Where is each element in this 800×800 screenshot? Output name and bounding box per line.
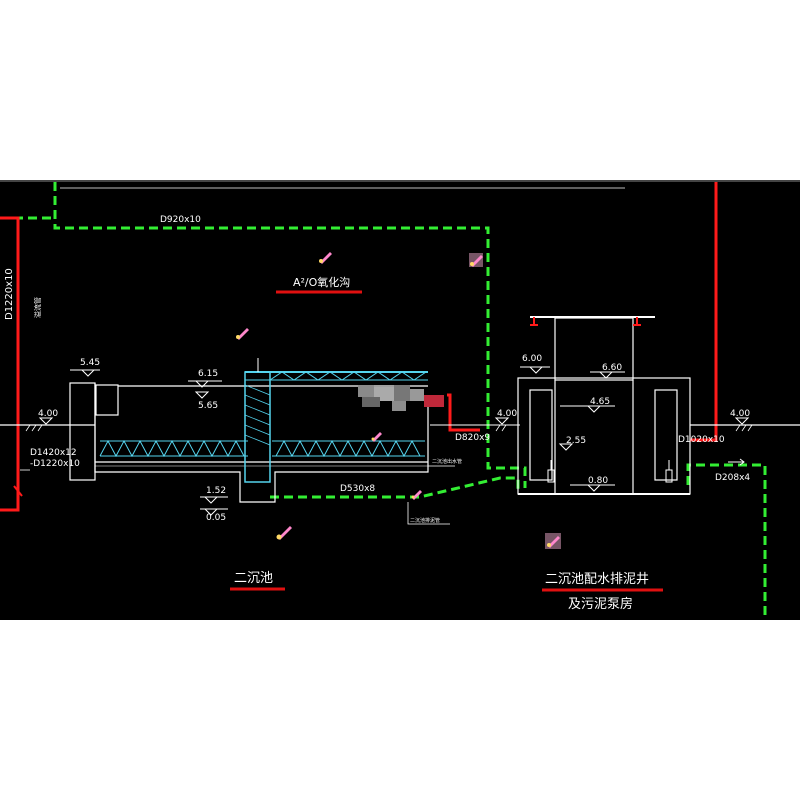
label-el-465: 4.65	[590, 397, 610, 407]
label-pipe-d1020: D1020x10	[678, 435, 725, 445]
clarifier-outline	[94, 383, 429, 503]
label-small-note-1: 二沉池出水管	[432, 458, 462, 465]
flow-arrow	[728, 458, 745, 466]
red-pipe-right	[690, 182, 718, 442]
label-small-note-2: 二沉池排泥管	[410, 517, 440, 524]
label-well-title-1: 二沉池配水排泥井	[545, 572, 649, 587]
red-pipe-left-cross	[13, 485, 23, 497]
label-el-615: 6.15	[198, 369, 218, 379]
label-el-400-right: 4.00	[730, 409, 750, 419]
marker-400-mid	[494, 417, 510, 425]
crane-hook-left	[530, 317, 538, 326]
marker-400-right	[734, 417, 750, 425]
label-el-152: 1.52	[206, 486, 226, 496]
pump-left	[547, 460, 555, 483]
label-pipe-d530: D530x8	[340, 484, 375, 494]
label-pipe-d1420-a: D1420x12	[30, 448, 77, 458]
pen-markers	[236, 252, 561, 549]
crane-hooks	[530, 317, 641, 326]
pumps	[547, 460, 673, 483]
label-el-400-left: 4.00	[38, 409, 58, 419]
label-el-255: 2.55	[566, 436, 586, 446]
pen-marker-icon	[411, 490, 422, 500]
label-pipe-d1420-b: -D1220x10	[30, 459, 80, 469]
clarifier-left-inner	[95, 384, 119, 416]
elevation-markers	[38, 366, 750, 516]
pen-marker-icon	[236, 328, 249, 340]
marker-255	[558, 443, 574, 451]
pen-marker-icon	[545, 533, 561, 549]
green-pipe-top	[53, 182, 490, 420]
red-pipe-mid	[447, 393, 480, 432]
leader-lines	[20, 465, 455, 525]
truss-left-chord	[100, 440, 248, 457]
title-underlines	[230, 290, 663, 592]
marker-565	[194, 391, 210, 399]
crane-hook-right	[633, 317, 641, 326]
label-el-565: 5.65	[198, 401, 218, 411]
red-pipes	[0, 182, 718, 512]
marker-400-left	[38, 417, 54, 425]
truss-right-web	[275, 439, 421, 458]
blurred-region	[358, 385, 444, 411]
red-pipe-left	[0, 216, 20, 512]
bridge-web	[269, 371, 427, 381]
label-ao-title: A²/O氧化沟	[293, 275, 350, 289]
label-pipe-d820: D820x9	[455, 433, 490, 443]
pen-marker-icon	[469, 253, 483, 267]
pen-marker-icon	[371, 432, 382, 442]
label-pipe-d1220: D1220x10	[4, 268, 15, 320]
green-pipe-right	[686, 463, 767, 618]
label-vertical-note: 溢流管	[33, 297, 42, 318]
well-left-chamber	[529, 389, 553, 481]
distribution-well	[517, 316, 691, 495]
label-el-600: 6.00	[522, 354, 542, 364]
label-el-080: 0.80	[588, 476, 608, 486]
pump-right	[665, 460, 673, 483]
label-el-660: 6.60	[602, 363, 622, 373]
label-well-title-2: 及污泥泵房	[568, 596, 633, 612]
label-el-005: 0.05	[206, 513, 226, 523]
central-column-hatch	[244, 384, 271, 446]
label-el-400-mid: 4.00	[497, 409, 517, 419]
labels-group: D920x10 A²/O氧化沟 D1220x10 溢流管 5.45 6.15 5…	[4, 215, 750, 612]
label-pipe-d208: D208x4	[715, 473, 750, 483]
label-pipe-d920: D920x10	[160, 215, 201, 225]
label-clarifier-title: 二沉池	[234, 571, 273, 586]
pen-marker-icon	[319, 252, 332, 264]
ground-hatch	[25, 424, 753, 432]
pen-marker-icon	[276, 526, 292, 540]
truss-left-web	[99, 439, 245, 458]
scraper-truss	[99, 358, 428, 483]
clarifier-structure	[69, 382, 429, 503]
label-el-545: 5.45	[80, 358, 100, 368]
